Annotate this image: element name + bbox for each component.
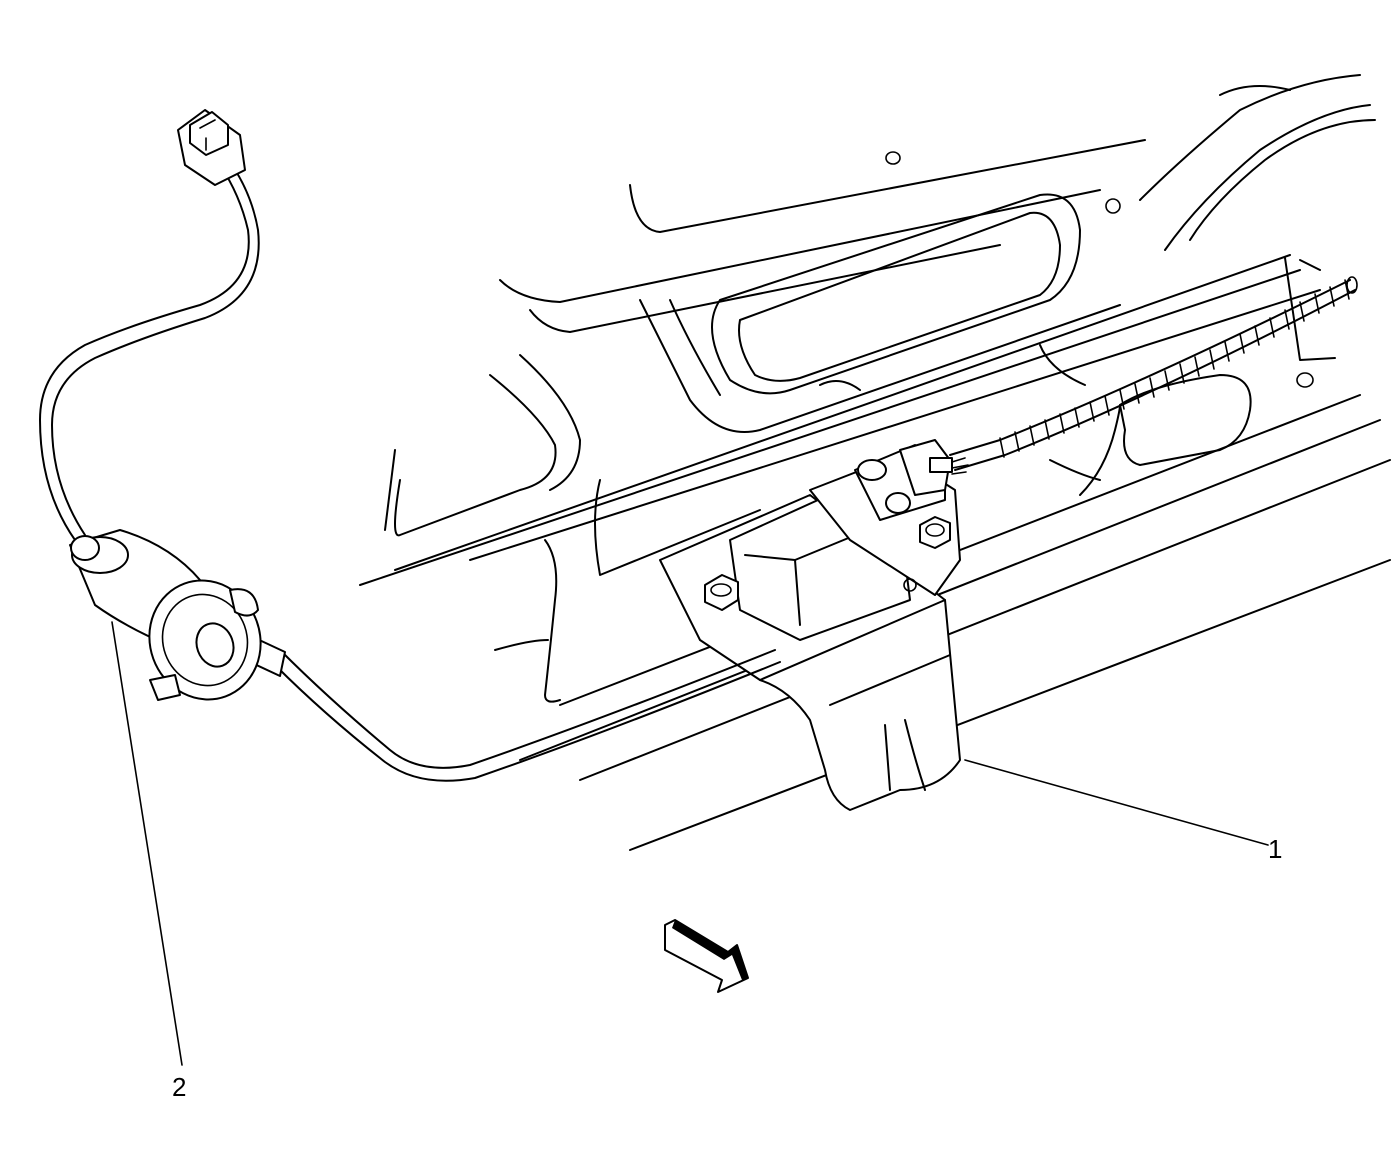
body-panel [359, 74, 1391, 851]
leader-lines [111, 621, 1269, 1066]
leader-line-1 [964, 759, 1269, 846]
mounting-bolt [704, 574, 739, 611]
callout-2: 2 [172, 1072, 187, 1102]
leader-line-2 [111, 621, 183, 1066]
callout-1: 1 [1268, 834, 1283, 864]
latch-actuator-assembly [659, 439, 969, 811]
lock-cylinder-switch [39, 109, 262, 701]
wiring-harness [949, 276, 1358, 471]
mounting-bolt [919, 516, 951, 549]
release-cable [249, 637, 781, 782]
view-direction-arrow-icon [664, 919, 749, 993]
